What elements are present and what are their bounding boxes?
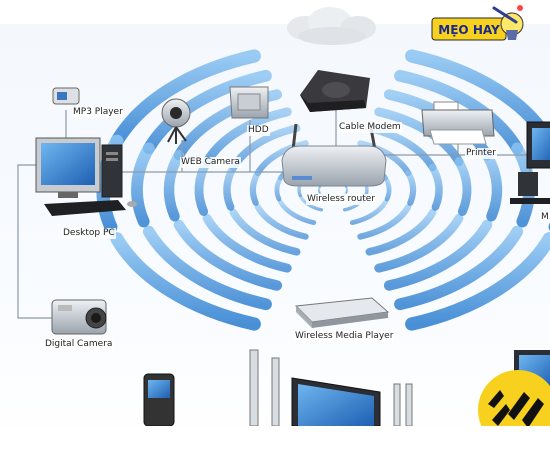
- phone-device: [143, 373, 175, 427]
- wave-arc: [223, 163, 238, 211]
- bottom-band: [0, 426, 550, 450]
- wireless-media-player-device: [294, 297, 390, 328]
- desktop-pc-device: [35, 137, 137, 216]
- wireless-router-device: [281, 123, 387, 187]
- label-desktop-pc: Desktop PC: [62, 228, 116, 239]
- wave-arc: [254, 203, 309, 240]
- label-mp3-player: MP3 Player: [72, 107, 124, 118]
- wave-arc: [394, 225, 524, 311]
- wave-arc: [349, 199, 388, 225]
- label-cut-right: M: [540, 212, 550, 223]
- wave-arc: [345, 186, 348, 194]
- wave-arc: [110, 49, 261, 148]
- internet-cloud: [287, 7, 376, 45]
- wave-arc: [229, 208, 301, 256]
- cable-modem-device: [300, 70, 370, 112]
- wave-arc: [374, 213, 464, 273]
- wave-arc: [202, 213, 292, 273]
- digital-camera-device: [51, 299, 107, 335]
- mp3-player-device: [52, 87, 80, 105]
- wave-arc: [110, 232, 261, 331]
- printer-device: [421, 101, 495, 145]
- wave-arc: [131, 142, 155, 228]
- meo-hay-logo: MẸO HAY: [431, 5, 524, 41]
- wave-arc: [405, 169, 417, 206]
- wave-arc: [405, 232, 550, 331]
- wave-arc: [383, 219, 493, 291]
- wave-arc: [318, 186, 321, 194]
- wave-arc: [142, 69, 272, 155]
- logo-text: MẸO HAY: [438, 23, 500, 37]
- wave-arc: [163, 150, 185, 222]
- cable-digital-camera: [17, 164, 55, 319]
- label-hdd: HDD: [247, 125, 270, 136]
- wave-arc: [383, 175, 392, 202]
- label-digital-camera: Digital Camera: [44, 339, 114, 350]
- label-wireless-media-player: Wireless Media Player: [294, 331, 395, 342]
- wave-arc: [173, 219, 283, 291]
- wave-arc: [357, 203, 412, 240]
- wave-arc: [454, 157, 472, 216]
- wave-arc: [365, 208, 437, 256]
- wave-arc: [194, 157, 212, 216]
- wave-arc: [394, 69, 524, 155]
- wave-arc: [142, 225, 272, 311]
- wave-arc: [249, 169, 261, 206]
- wave-arc: [278, 199, 317, 225]
- wave-arc: [254, 140, 309, 177]
- wave-arc: [481, 150, 503, 222]
- wave-arc: [202, 107, 292, 167]
- hdd-device: [229, 86, 269, 119]
- tv-device: [291, 377, 381, 427]
- label-cable-modem: Cable Modem: [338, 122, 402, 133]
- label-printer: Printer: [465, 148, 497, 159]
- label-wireless-router: Wireless router: [306, 194, 376, 205]
- wave-arc: [274, 175, 283, 202]
- wave-arc: [428, 163, 443, 211]
- right-pc-device: [510, 121, 550, 204]
- webcam-device: [161, 98, 191, 144]
- label-web-camera: WEB Camera: [180, 157, 241, 168]
